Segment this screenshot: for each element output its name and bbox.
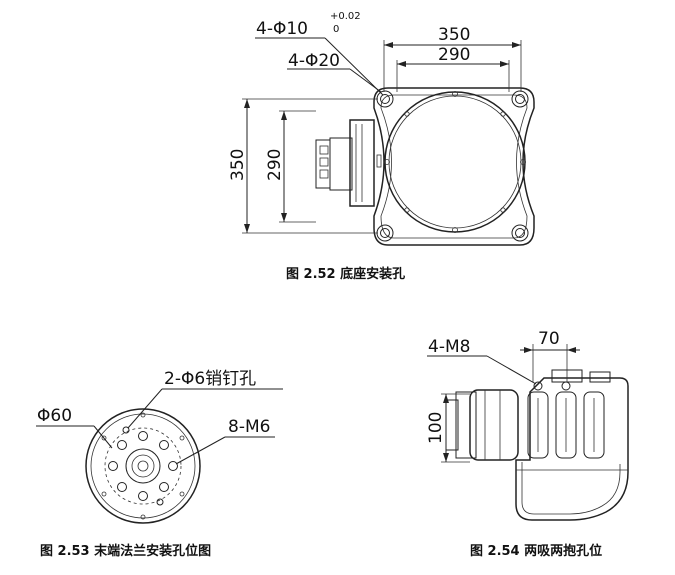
base-circle-hole [452,91,458,97]
label-4-phi10: 4-Φ10 [256,19,308,39]
flange-center-ring-3 [137,460,149,472]
flange-bolt-circle [104,427,182,505]
figure-2-53: 2-Φ6销钉孔 Φ60 8-M6 图 2.53 末端法兰安装孔位图 [36,369,283,559]
dim-70-text: 70 [538,329,560,349]
base-circle-hole [404,111,410,117]
figure-2-54: 70 4-M8 100 图 2.54 两吸两抱孔位 [426,329,629,559]
label-4-phi20: 4-Φ20 [288,51,340,71]
dimension-350-horizontal: 350 [383,25,522,92]
joint-m8-holes [533,381,571,391]
leader-pin-holes: 2-Φ6销钉孔 [127,369,283,429]
flange-outer-circle [85,408,201,524]
dim-290-h-text: 290 [438,45,470,65]
dimension-350-vertical: 350 [228,98,378,234]
leader-phi60: Φ60 [36,406,113,449]
base-circle-hole [500,111,506,117]
label-tolerance-upper: +0.02 [330,11,361,22]
corner-hole-bottom-right [511,224,529,242]
caption-fig-2-53: 图 2.53 末端法兰安装孔位图 [40,543,211,559]
label-2-phi6-pin: 2-Φ6销钉孔 [164,369,256,389]
corner-hole-top-left [376,90,394,108]
base-circle-hole [404,207,410,213]
flange-outer-holes [101,412,185,520]
base-center-circle [384,91,526,233]
leader-hole-b: 4-Φ20 [287,51,382,93]
base-plate-inner-outline [380,94,528,239]
corner-hole-top-right [511,90,529,108]
flange-pin-holes [122,426,164,506]
dimension-70: 70 [520,329,580,382]
flange-center-ring-2 [131,454,155,478]
flange-center-ring [125,448,161,484]
base-plate-outline [373,87,535,246]
label-4-m8: 4-M8 [428,337,470,357]
dim-350-h-text: 350 [438,25,470,45]
label-8-m6: 8-M6 [228,417,270,437]
dimension-290-horizontal: 290 [396,45,510,92]
joint-body-inner [521,462,621,515]
flange-m6-holes [108,431,178,501]
base-circle-hole [500,207,506,213]
dim-100-text: 100 [426,412,446,444]
joint-top-cap-2 [589,371,611,383]
base-side-connector [315,119,382,207]
flange-outer-circle-2 [90,413,196,519]
joint-motor-housing [445,389,519,461]
label-phi60: Φ60 [37,406,72,426]
base-circle-hole [520,159,526,165]
label-tolerance-lower: 0 [333,24,339,35]
caption-fig-2-52: 图 2.52 底座安装孔 [286,266,405,282]
figure-2-52: 350 290 350 290 [228,11,535,282]
base-circle-hole [452,227,458,233]
joint-body-outline [515,377,629,521]
leader-8-m6: 8-M6 [175,417,275,465]
base-circle-hole [384,159,390,165]
leader-4-m8: 4-M8 [427,337,537,385]
dimension-100: 100 [426,393,470,463]
base-center-circle-inner [388,95,522,229]
dimension-290-vertical: 290 [265,110,316,223]
dim-350-v-text: 350 [228,149,248,181]
caption-fig-2-54: 图 2.54 两吸两抱孔位 [470,543,602,559]
leader-hole-a: 4-Φ10 +0.02 0 [255,11,384,96]
joint-clamp-columns [527,391,605,459]
dim-290-v-text: 290 [265,149,285,181]
